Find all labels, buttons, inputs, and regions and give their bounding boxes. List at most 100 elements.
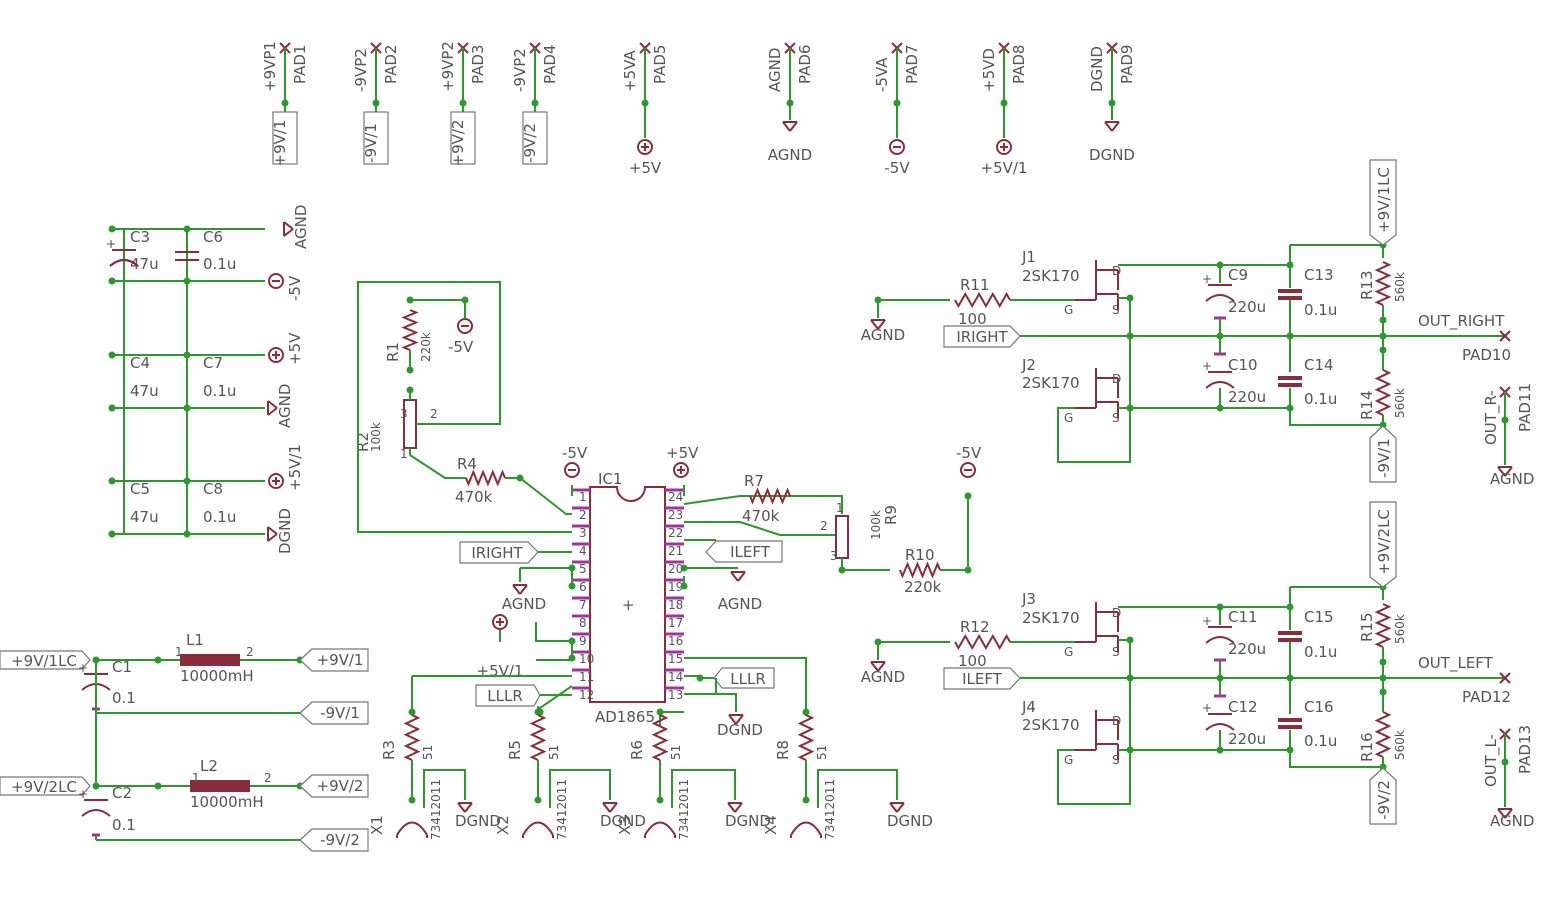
label: 1 [400,447,408,461]
pad-name: PAD2 [382,45,400,84]
label: 73412011 [555,779,569,840]
pad-name: PAD6 [796,45,814,84]
junction-dot [1379,346,1387,354]
net-label-box [0,650,91,670]
label: 470k [742,507,780,525]
junction-dot [1126,636,1134,644]
net-label-box [1369,501,1397,588]
label: C4 [130,354,150,372]
label: 4 [579,544,587,558]
label: 560k [1393,730,1407,760]
label: -5V [448,338,474,356]
pad-name: PAD7 [903,45,921,84]
line [870,319,879,330]
label: 8 [579,616,587,630]
label: 220k [904,578,942,596]
label: 23 [668,508,683,522]
label: 470k [455,488,493,506]
pad-name: PAD8 [1010,45,1028,84]
label: 20 [668,562,683,576]
pad-name: PAD9 [1118,45,1136,84]
supply-symbol [268,473,284,489]
net-label-box [1369,425,1397,483]
wire [1057,407,1131,463]
net-label-box [363,111,389,165]
wire [684,657,807,715]
line [519,584,528,595]
wire [505,477,572,515]
wire [357,281,572,533]
plus-sign: + [106,237,116,251]
jfet-pin: D [1112,264,1121,278]
line [1504,808,1513,819]
junction-dot [108,277,116,285]
label: 0.1u [1304,390,1337,408]
label: R6 [628,740,646,760]
line [1104,121,1113,132]
label: R4 [457,455,477,473]
jfet-pin: G [1064,411,1073,425]
label: C11 [1228,608,1258,626]
label: C16 [1304,698,1334,716]
inductor [180,654,240,666]
label: R10 [905,546,935,564]
label: 100k [869,510,883,540]
label: ILEFT [730,543,771,561]
label: +5V [286,332,304,365]
supply-symbol [960,462,976,478]
wire [1289,388,1383,426]
line [735,714,744,725]
electrolytic-plate [1205,294,1235,302]
label: 15 [668,652,683,666]
label: 100 [958,652,987,670]
electrolytic-plate [109,259,139,267]
junction-dot [1379,421,1387,429]
label: +5V/1 [477,662,524,680]
plus-sign: + [78,787,88,801]
label: 11 [579,670,594,684]
label: 560k [1393,272,1407,302]
label: 1 [175,645,183,659]
jfet-pin: S [1112,303,1120,317]
label: 73412011 [429,779,443,840]
label: AGND [1490,812,1534,830]
supply-symbol [564,462,580,478]
label: 10 [579,652,594,666]
label: 2SK170 [1022,716,1080,734]
junction-dot [1379,763,1387,771]
pad-net: DGND [1088,46,1106,92]
label: 18 [668,598,683,612]
label: -9V/1 [1375,438,1393,478]
cap-plate [1278,383,1302,387]
electrolytic-plate [1205,636,1235,644]
label: 220u [1228,730,1266,748]
label: 0.1u [203,508,236,526]
line [267,533,278,542]
plus-sign: + [106,237,116,251]
label: AGND [1490,470,1534,488]
wire [1057,749,1131,805]
label: X4 [762,815,780,835]
supply-symbol [637,139,653,155]
label: X2 [494,815,512,835]
pad-name: PAD1 [291,45,309,84]
pad-net: +9VP2 [439,41,457,92]
line [457,802,466,813]
label: 3 [579,526,587,540]
label: 47u [130,508,159,526]
wire [549,769,611,808]
pad-name: PAD4 [541,45,559,84]
label: 0.1 [112,816,136,834]
junction-dot [408,796,416,804]
coax-connector [644,821,676,836]
label: C8 [203,480,223,498]
junction-dot [1501,416,1509,424]
jfet-pin: S [1112,645,1120,659]
junction-dot [1379,316,1387,324]
label: 560k [1393,614,1407,644]
label: 3 [830,549,838,563]
label: 0.1 [112,689,136,707]
label: -9V/2 [1375,780,1393,820]
